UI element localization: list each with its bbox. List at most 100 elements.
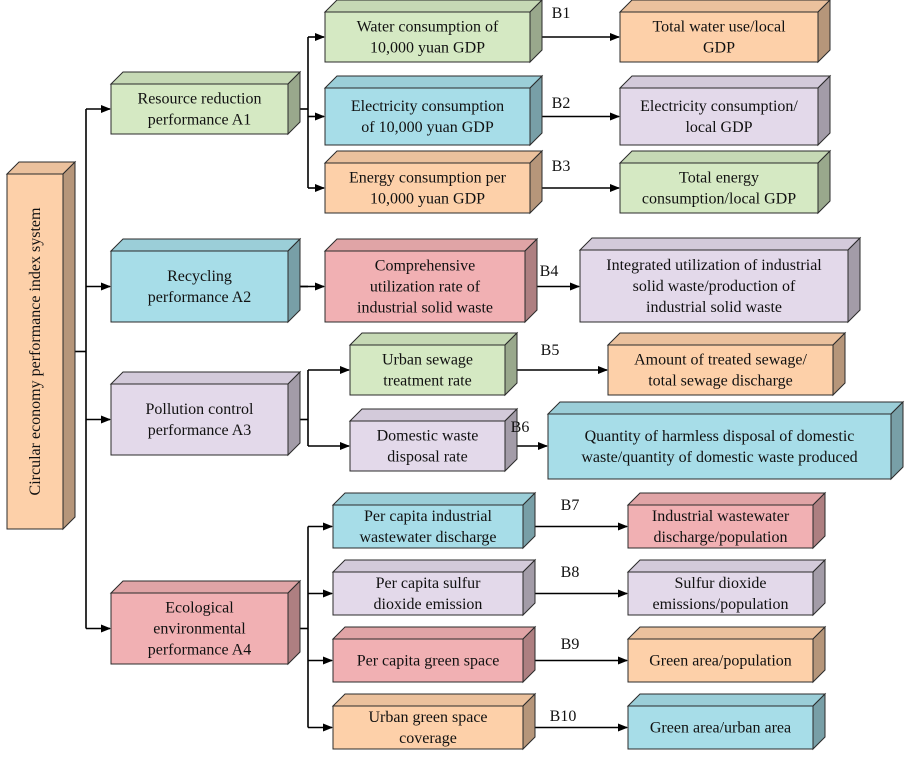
box-top-face [618, 75, 832, 89]
indicator-name: Per capita industrial [364, 508, 493, 525]
indicator-name: Urban sewage [382, 352, 473, 369]
box-top-face [626, 626, 827, 640]
indicator-code: B6 [511, 419, 530, 436]
box-side-face [62, 160, 76, 531]
box-top-face [626, 693, 827, 707]
indicator-formula: Total energy [679, 170, 759, 187]
box-top-face [606, 332, 847, 346]
indicator-formula: industrial solid waste [646, 299, 782, 316]
indicator-name: coverage [399, 730, 457, 747]
indicator-code: B3 [552, 158, 571, 175]
indicator-code: B10 [550, 708, 577, 725]
indicator-code: B9 [561, 636, 580, 653]
box-top-face [546, 401, 905, 415]
category-label: Recycling [167, 268, 232, 285]
indicator-name: Domestic waste [377, 428, 479, 445]
box-side-face [529, 74, 543, 147]
box-front-face [110, 83, 289, 135]
indicator-formula: Total water use/local [652, 19, 786, 36]
box-side-face [847, 236, 861, 324]
indicator-name: disposal rate [387, 449, 467, 466]
indicator-formula: Industrial wastewater [652, 508, 790, 525]
formula-box-b2: Electricity consumption/local GDP [618, 74, 832, 147]
box-side-face [287, 237, 301, 324]
box-top-face [323, 238, 539, 252]
box-top-face [109, 71, 302, 85]
formula-box-b5: Amount of treated sewage/total sewage di… [606, 331, 847, 397]
indicator-name: industrial solid waste [357, 300, 493, 317]
box-front-face [627, 638, 814, 683]
category-label: performance A2 [148, 289, 252, 306]
indicator-formula: solid waste/production of [633, 278, 796, 295]
category-label: Ecological [165, 600, 234, 617]
formula-box-b7: Industrial wastewaterdischarge/populatio… [626, 491, 827, 550]
indicator-formula: Electricity consumption/ [640, 98, 798, 115]
box-top-face [331, 559, 537, 573]
category-label: performance A4 [148, 642, 252, 659]
box-front-face [324, 162, 531, 214]
box-front-face [547, 413, 892, 480]
indicator-formula: Integrated utilization of industrial [606, 257, 822, 274]
box-top-face [109, 371, 302, 385]
box-side-face [890, 400, 904, 481]
category-box-a2: Recycling performance A2 [109, 237, 302, 324]
box-front-face [110, 592, 289, 665]
indicator-name: Electricity consumption [351, 98, 504, 115]
indicator-formula: Green area/population [649, 653, 792, 670]
box-front-face [332, 571, 524, 616]
box-top-face [323, 150, 544, 164]
root-label: Circular economy performance index syste… [27, 207, 44, 495]
box-side-face [287, 370, 301, 457]
box-top-face [618, 150, 832, 164]
box-top-face [626, 492, 827, 506]
indicator-name: 10,000 yuan GDP [370, 40, 485, 57]
indicator-formula: emissions/population [653, 596, 789, 613]
box-front-face [627, 504, 814, 549]
formula-box-b3: Total energy consumption/local GDP [618, 149, 832, 215]
indicator-box-b9: Per capita green space [331, 625, 537, 684]
indicator-name: Per capita sulfur [376, 575, 482, 592]
indicator-name: of 10,000 yuan GDP [361, 119, 494, 136]
indicator-name: Urban green space [368, 709, 487, 726]
box-front-face [349, 344, 506, 396]
box-side-face [287, 579, 301, 666]
formula-box-b9: Green area/population [626, 625, 827, 684]
box-top-face [331, 492, 537, 506]
box-top-face [578, 237, 862, 251]
indicator-code: B1 [552, 5, 571, 22]
category-label: Pollution control [146, 401, 255, 418]
box-top-face [323, 75, 544, 89]
formula-box-b4: Integrated utilization of industrial soli… [578, 236, 862, 324]
box-front-face [332, 705, 524, 750]
box-top-face [331, 693, 537, 707]
indicator-code: B2 [552, 95, 571, 112]
indicator-formula: consumption/local GDP [642, 191, 796, 208]
category-label: performance A1 [148, 112, 252, 129]
category-label: performance A3 [148, 422, 252, 439]
diagram-boxes: Circular economy performance index syste… [5, 0, 905, 751]
box-front-face [324, 250, 526, 323]
box-top-face [626, 559, 827, 573]
box-front-face [332, 638, 524, 683]
box-top-face [348, 332, 519, 346]
formula-box-b6: Quantity of harmless disposal of domesti… [546, 400, 905, 481]
box-front-face [324, 87, 531, 146]
indicator-formula: Amount of treated sewage/ [634, 352, 807, 369]
box-front-face [619, 11, 819, 63]
indicator-formula: waste/quantity of domestic waste produce… [581, 449, 857, 466]
box-side-face [524, 237, 538, 324]
indicator-name: Per capita green space [357, 653, 500, 670]
indicator-name: wastewater discharge [360, 529, 497, 546]
box-front-face [619, 87, 819, 146]
box-top-face [331, 626, 537, 640]
box-top-face [109, 580, 302, 594]
indicator-box-b7: Per capita industrial wastewater discharg… [331, 491, 537, 550]
category-box-a3: Pollution control performance A3 [109, 370, 302, 457]
box-top-face [109, 238, 302, 252]
indicator-name: treatment rate [383, 373, 471, 390]
